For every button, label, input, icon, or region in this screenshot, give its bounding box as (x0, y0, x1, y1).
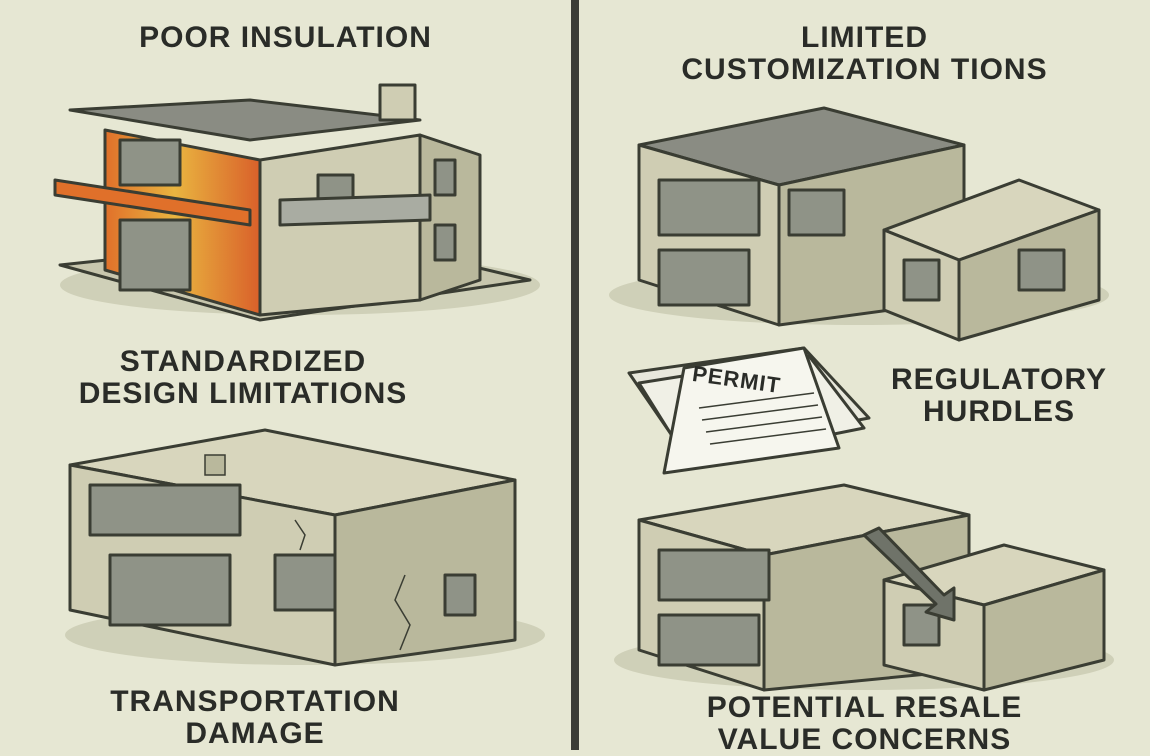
poor-insulation-caption: POOR INSULATION (139, 21, 432, 54)
permit-document-icon (627, 346, 871, 475)
standardized-design-caption: STANDARDIZED DESIGN LIMITATIONS (78, 345, 408, 410)
poor-insulation-house-illustration (53, 83, 540, 322)
downward-arrow-icon (862, 526, 956, 622)
damaged-house-illustration (65, 428, 545, 667)
panel-divider (571, 0, 579, 750)
limited-customization-caption: LIMITED CUSTOMIZATION TIONS (681, 21, 1048, 86)
resale-value-house-illustration (614, 483, 1114, 692)
limited-customization-house-illustration (609, 106, 1109, 342)
potential-resale-caption: POTENTIAL RESALE VALUE CONCERNS (706, 691, 1023, 756)
left-panel: POOR INSULATION STANDARDIZED DESIGN LIMI… (0, 0, 571, 750)
right-panel: LIMITED CUSTOMIZATION TIONS PERMIT REGUL… (579, 0, 1150, 756)
transportation-damage-caption: TRANSPORTATION DAMAGE (110, 685, 400, 750)
regulatory-hurdles-caption: REGULATORY HURDLES (890, 363, 1108, 428)
